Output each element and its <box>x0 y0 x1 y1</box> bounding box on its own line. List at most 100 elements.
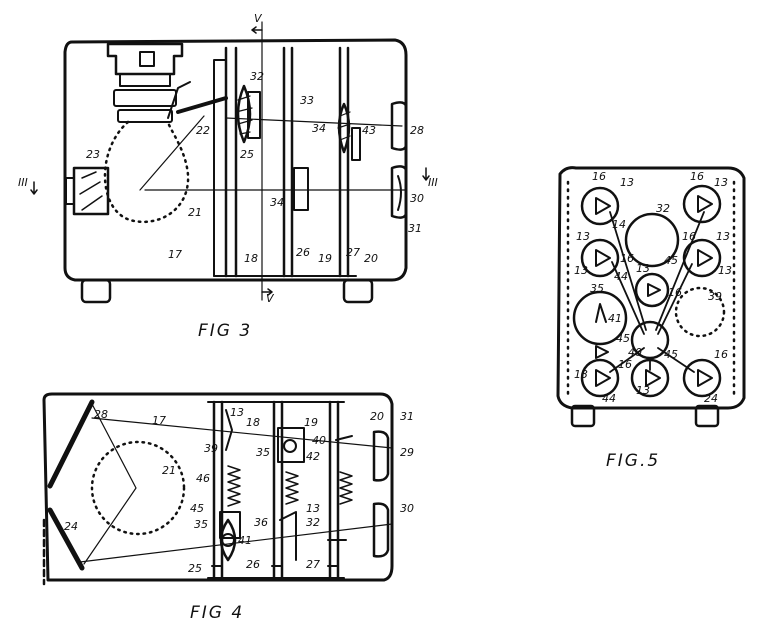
fig5-linkages <box>609 211 705 373</box>
fig5-label-32: 32 <box>656 202 670 215</box>
fig4-lamp-21 <box>90 440 186 536</box>
figure-3: 32 33 22 23 25 34 43 28 III III V V 34 3… <box>18 12 438 341</box>
fig5-label-13f: 13 <box>636 262 650 275</box>
fig5-label-13h: 13 <box>574 368 588 381</box>
fig3-label-19: 19 <box>318 252 332 265</box>
fig4-spring-mid <box>285 471 299 505</box>
fig3-label-section-right: III <box>428 176 438 189</box>
fig4-lens-42 <box>283 439 297 453</box>
fig4-label-19: 19 <box>304 416 318 429</box>
fig5-label-16c: 16 <box>620 252 634 265</box>
fig5-rotor-cams <box>595 195 713 387</box>
fig5-label-13b: 13 <box>714 176 728 189</box>
fig3-lens-hatch <box>235 95 253 135</box>
fig3-label-section-left: III <box>18 176 28 189</box>
fig3-lens-28 <box>390 101 408 151</box>
fig4-label-28: 28 <box>94 408 108 421</box>
fig5-foot-left <box>570 404 596 428</box>
fig4-label-40: 40 <box>312 434 326 447</box>
fig4-label-30: 30 <box>400 502 414 515</box>
fig5-label-13g: 13 <box>718 264 732 277</box>
fig5-label-16g: 16 <box>714 348 728 361</box>
fig3-label-33: 33 <box>300 94 314 107</box>
fig3-label-26: 26 <box>296 246 310 259</box>
fig4-label-27: 27 <box>306 558 320 571</box>
fig3-label-20: 20 <box>364 252 378 265</box>
fig3-label-21: 21 <box>188 206 202 219</box>
fig5-disc-35 <box>572 290 628 346</box>
fig3-section-arrow-right <box>422 167 430 181</box>
fig5-rotor-5 <box>634 272 670 308</box>
fig4-light-rays <box>79 403 393 565</box>
fig4-partition-19 <box>272 400 284 580</box>
fig3-partition-19 <box>282 46 294 278</box>
fig3-axis-upper <box>139 115 403 191</box>
fig4-lens-29 <box>372 430 390 482</box>
fig4-label-36: 36 <box>254 516 268 529</box>
fig3-shutter-43 <box>351 127 361 161</box>
fig3-label-17: 17 <box>168 248 182 261</box>
fig4-slide-45 <box>219 511 241 539</box>
fig3-label-43: 43 <box>362 124 376 137</box>
fig3-label-section-bottom: V <box>266 292 275 305</box>
fig3-partition-20 <box>338 46 350 278</box>
fig3-label-31: 31 <box>408 222 422 235</box>
fig3-holder-hatch <box>79 171 103 211</box>
fig5-label-16a: 16 <box>592 170 606 183</box>
fig5-rotor-8 <box>682 358 722 398</box>
fig5-disc-32 <box>624 212 680 268</box>
fig3-label-27: 27 <box>346 246 360 259</box>
fig5-label-16e: 16 <box>668 286 682 299</box>
fig4-label-32: 32 <box>306 516 320 529</box>
fig3-block-34 <box>293 167 309 211</box>
fig4-label-13a: 13 <box>230 406 244 419</box>
fig4-pin-40 <box>335 435 353 441</box>
fig3-label-28: 28 <box>410 124 424 137</box>
fig4-label-29: 29 <box>400 446 414 459</box>
fig4-lens-30 <box>372 502 390 558</box>
fig3-label-18: 18 <box>244 252 258 265</box>
fig5-label-13i: 13 <box>636 384 650 397</box>
fig5-label-13a: 13 <box>620 176 634 189</box>
fig4-label-13b: 13 <box>306 502 320 515</box>
fig4-caption: FIG 4 <box>190 603 244 623</box>
fig4-mirror-28 <box>47 399 95 489</box>
fig3-partition-18 <box>224 46 238 278</box>
fig5-label-41: 41 <box>608 312 622 325</box>
fig3-section-arrow-left <box>30 181 38 195</box>
fig3-label-32: 32 <box>250 70 264 83</box>
fig4-label-21: 21 <box>162 464 176 477</box>
fig3-lens34-hatch <box>337 111 351 141</box>
fig4-mirror-24 <box>47 507 85 571</box>
fig3-lens30-curve <box>397 175 402 211</box>
fig3-label-25: 25 <box>240 148 254 161</box>
fig4-label-24: 24 <box>64 520 78 533</box>
fig4-label-25: 25 <box>188 562 202 575</box>
fig3-label-34a: 34 <box>312 122 326 135</box>
fig3-holder-tab <box>65 177 75 205</box>
fig4-lens-35 <box>219 518 237 562</box>
figure-5: 16 13 16 13 14 32 13 16 16 13 13 44 45 1… <box>556 166 746 471</box>
fig3-label-23: 23 <box>86 148 100 161</box>
fig4-label-35a: 35 <box>256 446 270 459</box>
fig3-caption: FIG 3 <box>198 321 252 341</box>
fig5-label-44b: 44 <box>602 392 616 405</box>
fig3-lens-30 <box>390 165 408 219</box>
fig3-reflector-22 <box>176 96 228 114</box>
fig5-label-39: 39 <box>708 290 722 303</box>
fig5-label-16d: 16 <box>682 230 696 243</box>
fig5-label-45b: 45 <box>616 332 630 345</box>
fig4-carrier-13 <box>225 409 233 451</box>
fig5-rotor-2 <box>682 184 722 224</box>
fig4-label-18: 18 <box>246 416 260 429</box>
fig4-spring-46 <box>227 465 241 507</box>
fig4-label-31: 31 <box>400 410 414 423</box>
fig5-label-45a: 45 <box>664 254 678 267</box>
fig5-foot-right <box>694 404 720 428</box>
fig4-label-35b: 35 <box>194 518 208 531</box>
fig5-label-40: 40 <box>628 346 642 359</box>
fig5-rotor-4 <box>682 238 722 278</box>
fig3-section-arrow-bottom <box>261 288 273 296</box>
